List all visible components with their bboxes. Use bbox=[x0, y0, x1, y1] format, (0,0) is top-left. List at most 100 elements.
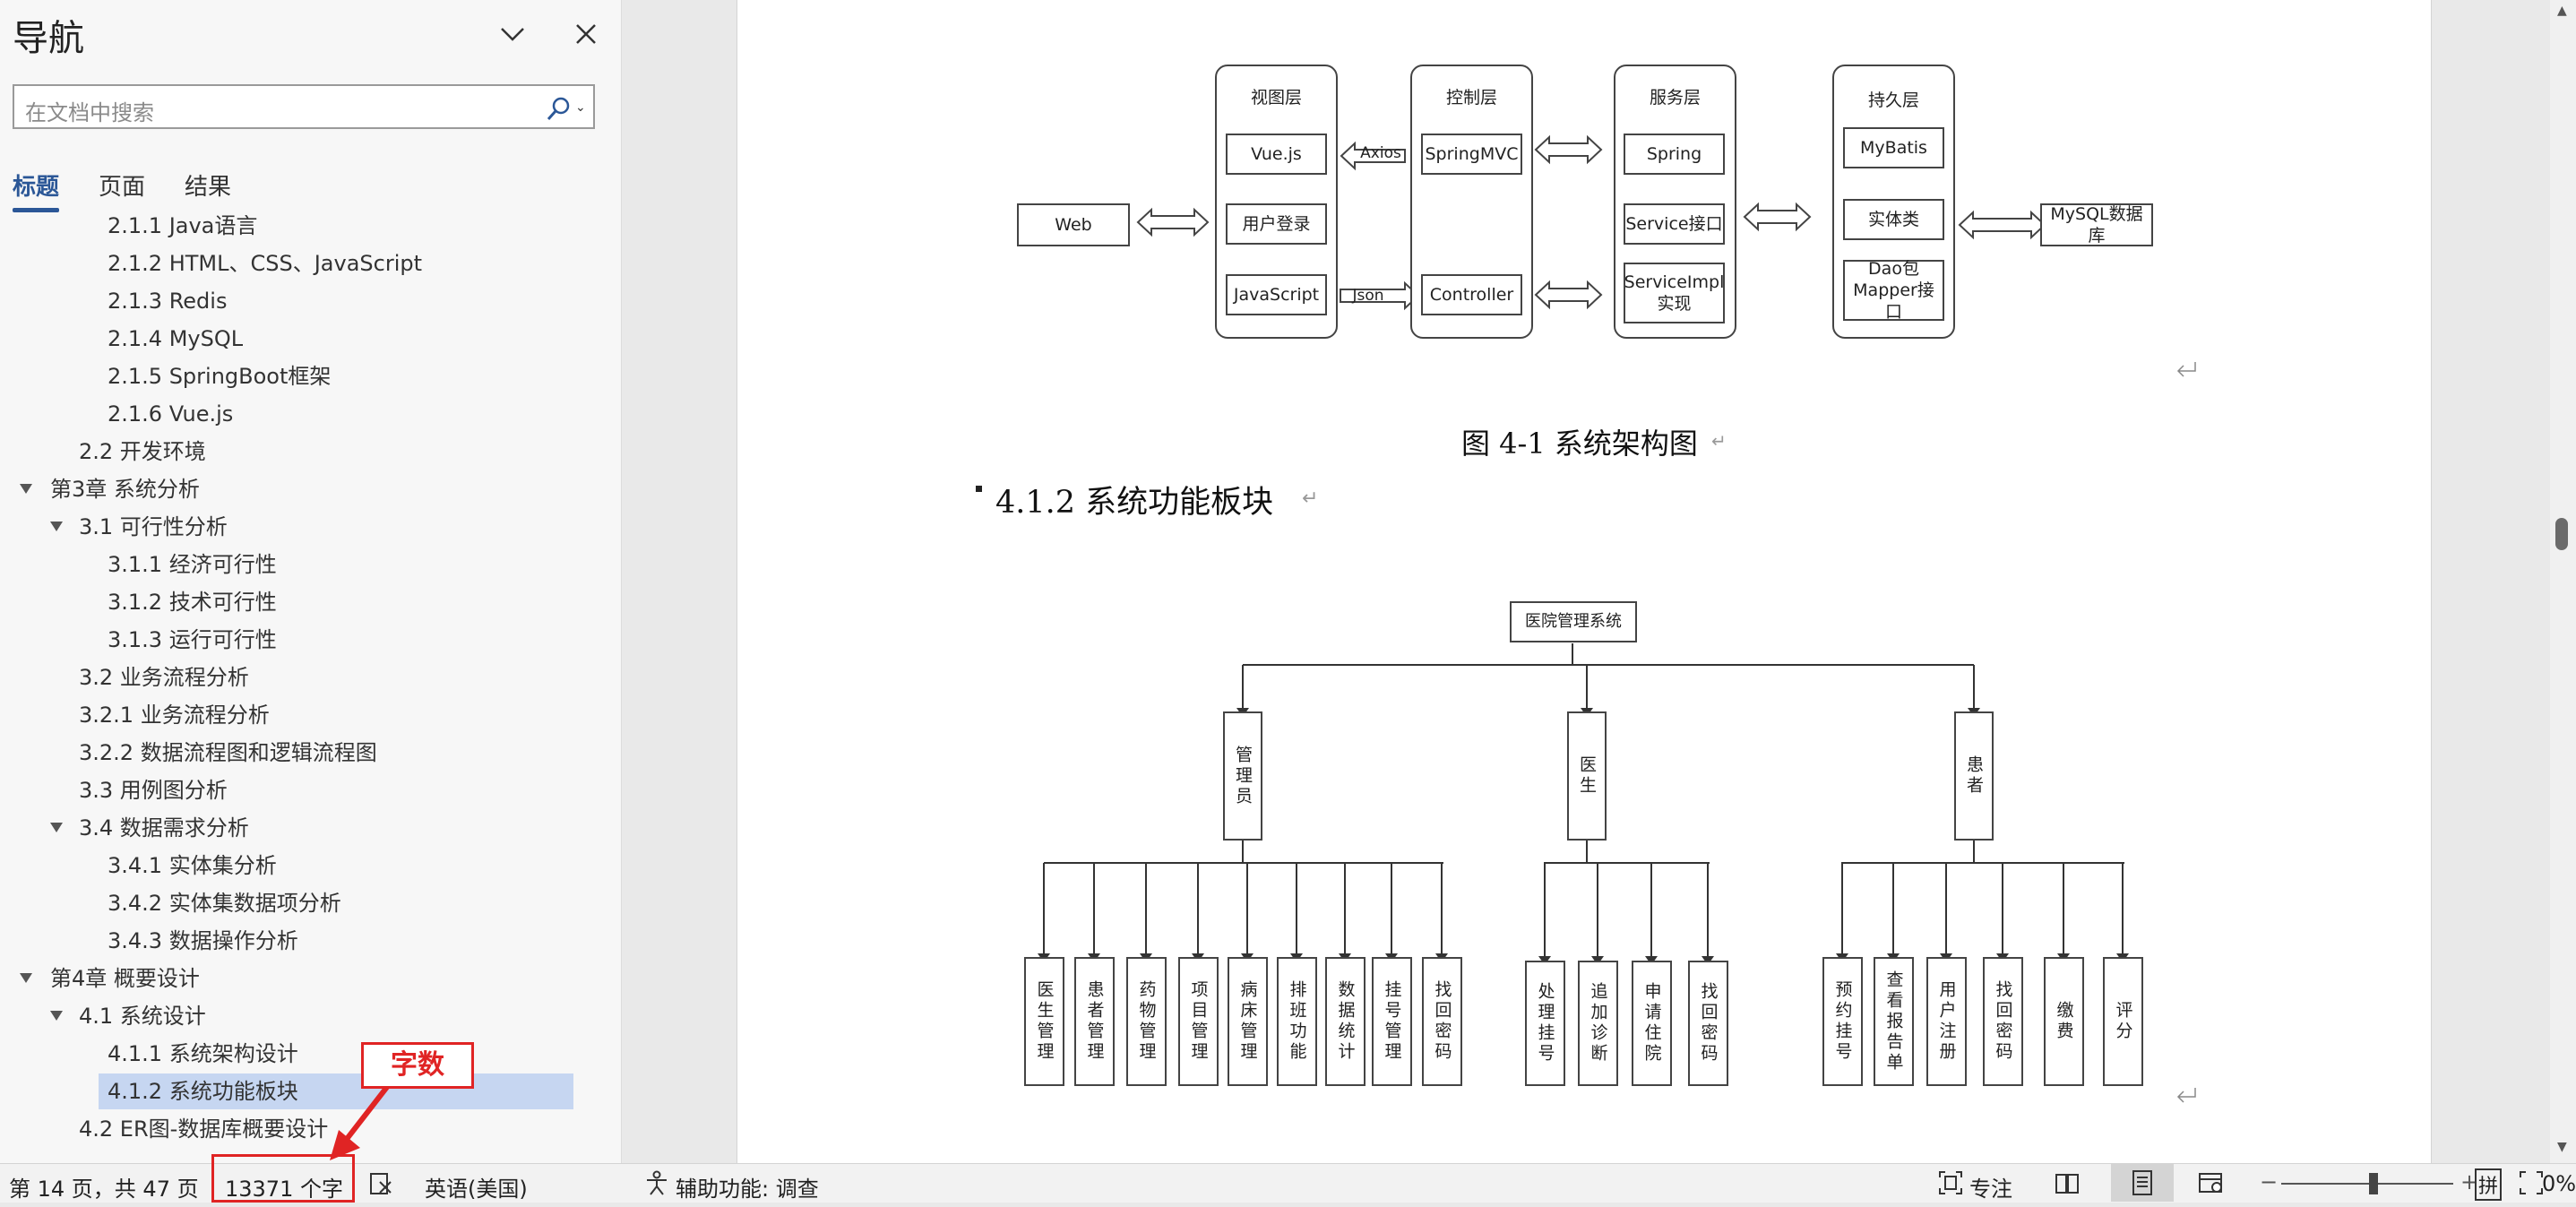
nav-heading-item[interactable]: 第3章 系统分析 bbox=[0, 471, 622, 507]
zoom-out-button[interactable]: − bbox=[2260, 1169, 2279, 1194]
document-page[interactable]: Web 视图层 Vue.js 用户登录 JavaScript Axios Jso… bbox=[737, 0, 2432, 1163]
nav-options-button[interactable] bbox=[495, 16, 530, 52]
nav-heading-item[interactable]: 4.1 系统设计 bbox=[0, 998, 622, 1034]
controller-box: Controller bbox=[1421, 274, 1522, 315]
expand-triangle-icon[interactable] bbox=[20, 973, 32, 983]
scroll-thumb[interactable] bbox=[2555, 518, 2568, 550]
role-node: 患者 bbox=[1954, 711, 1994, 841]
entity-class-box: 实体类 bbox=[1843, 199, 1944, 240]
nav-heading-item[interactable]: 2.2 开发环境 bbox=[0, 434, 622, 470]
nav-heading-item[interactable]: 3.1 可行性分析 bbox=[0, 509, 622, 545]
fit-icon[interactable] bbox=[2518, 1169, 2545, 1202]
role-node: 管理员 bbox=[1223, 711, 1262, 841]
nav-heading-item[interactable]: 3.2 业务流程分析 bbox=[0, 660, 622, 695]
zoom-in-button[interactable]: + bbox=[2460, 1169, 2479, 1194]
read-mode-icon[interactable] bbox=[2054, 1169, 2081, 1202]
nav-heading-label: 2.2 开发环境 bbox=[79, 439, 206, 464]
function-leaf-node: 医生管理 bbox=[1024, 957, 1064, 1086]
zoom-slider-thumb[interactable] bbox=[2369, 1173, 2378, 1194]
search-input[interactable]: 在文档中搜索 ⌄ bbox=[13, 84, 595, 129]
nav-heading-label: 3.4.2 实体集数据项分析 bbox=[108, 891, 341, 916]
tab-pages[interactable]: 页面 bbox=[99, 174, 146, 201]
nav-heading-item[interactable]: 3.2.1 业务流程分析 bbox=[0, 697, 622, 733]
nav-heading-item[interactable]: 3.1.3 运行可行性 bbox=[0, 622, 622, 658]
focus-icon bbox=[1937, 1169, 1964, 1202]
ime-indicator[interactable]: 拼 bbox=[2475, 1168, 2503, 1201]
word-count[interactable]: 13371 个字 bbox=[225, 1177, 343, 1202]
function-leaf-node: 查看报告单 bbox=[1874, 957, 1914, 1086]
nav-heading-item[interactable]: 2.1.6 Vue.js bbox=[0, 396, 622, 432]
close-icon bbox=[576, 24, 596, 44]
function-leaf-node: 用户注册 bbox=[1926, 957, 1967, 1086]
nav-heading-item[interactable]: 3.3 用例图分析 bbox=[0, 772, 622, 808]
nav-heading-item[interactable]: 3.1.1 经济可行性 bbox=[0, 547, 622, 582]
nav-heading-label: 3.4.1 实体集分析 bbox=[108, 853, 277, 878]
nav-heading-label: 4.2 ER图-数据库概要设计 bbox=[79, 1116, 329, 1142]
nav-heading-item[interactable]: 3.4.3 数据操作分析 bbox=[0, 923, 622, 959]
scroll-up-icon[interactable]: ▲ bbox=[2557, 4, 2567, 18]
nav-heading-label: 2.1.5 SpringBoot框架 bbox=[108, 364, 332, 389]
service-interface-box: Service接口 bbox=[1624, 203, 1725, 245]
function-leaf-label: 数据统计 bbox=[1335, 980, 1356, 1063]
mybatis-box: MyBatis bbox=[1843, 127, 1944, 168]
scroll-down-icon[interactable]: ▼ bbox=[2557, 1140, 2567, 1154]
accessibility-status[interactable]: 辅助功能: 调查 bbox=[676, 1177, 819, 1202]
function-leaf-node: 预约挂号 bbox=[1822, 957, 1863, 1086]
vertical-scrollbar[interactable]: ▲ ▼ bbox=[2550, 0, 2576, 1163]
tab-results[interactable]: 结果 bbox=[185, 174, 232, 201]
javascript-box: JavaScript bbox=[1226, 274, 1327, 315]
persistence-layer-title: 持久层 bbox=[1867, 91, 1919, 110]
function-leaf-node: 缴费 bbox=[2044, 957, 2084, 1086]
nav-heading-item[interactable]: 第4章 概要设计 bbox=[0, 961, 622, 996]
expand-triangle-icon[interactable] bbox=[20, 484, 32, 494]
nav-heading-label: 3.1.3 运行可行性 bbox=[108, 627, 277, 652]
search-dropdown-icon[interactable]: ⌄ bbox=[575, 100, 586, 115]
function-leaf-label: 找回密码 bbox=[1698, 982, 1719, 1065]
web-layout-icon[interactable] bbox=[2197, 1169, 2226, 1202]
proofing-icon[interactable] bbox=[367, 1169, 394, 1202]
nav-heading-item[interactable]: 2.1.4 MySQL bbox=[0, 321, 622, 357]
nav-heading-item[interactable]: 2.1.1 Java语言 bbox=[0, 215, 622, 244]
print-layout-button[interactable] bbox=[2111, 1164, 2174, 1202]
nav-heading-item[interactable]: 3.1.2 技术可行性 bbox=[0, 584, 622, 620]
zoom-level[interactable]: 0% bbox=[2542, 1171, 2576, 1196]
page-indicator[interactable]: 第 14 页，共 47 页 bbox=[9, 1177, 199, 1202]
nav-heading-item[interactable]: 4.1.2 系统功能板块 bbox=[99, 1073, 573, 1109]
nav-close-button[interactable] bbox=[568, 16, 604, 52]
mysql-db-box: MySQL数据库 bbox=[2040, 203, 2153, 246]
nav-heading-item[interactable]: 2.1.2 HTML、CSS、JavaScript bbox=[0, 246, 622, 281]
tab-headings[interactable]: 标题 bbox=[13, 174, 60, 201]
nav-heading-item[interactable]: 3.2.2 数据流程图和逻辑流程图 bbox=[0, 735, 622, 771]
nav-heading-label: 2.1.3 Redis bbox=[108, 289, 228, 314]
nav-heading-item[interactable]: 3.4 数据需求分析 bbox=[0, 810, 622, 846]
accessibility-icon bbox=[643, 1169, 670, 1202]
function-leaf-label: 预约挂号 bbox=[1832, 980, 1853, 1063]
focus-mode-button[interactable]: 专注 bbox=[1969, 1177, 2012, 1202]
status-bar: 第 14 页，共 47 页 13371 个字 英语(美国) 辅助功能: 调查 专… bbox=[0, 1163, 2576, 1203]
nav-heading-item[interactable]: 2.1.5 SpringBoot框架 bbox=[0, 358, 622, 394]
role-node-label: 管理员 bbox=[1233, 745, 1253, 807]
language-indicator[interactable]: 英语(美国) bbox=[425, 1177, 528, 1202]
expand-triangle-icon[interactable] bbox=[50, 1011, 63, 1021]
springmvc-box: SpringMVC bbox=[1421, 134, 1522, 175]
figure-caption: 图 4-1 系统架构图 bbox=[1461, 427, 1698, 461]
expand-triangle-icon[interactable] bbox=[50, 522, 63, 531]
nav-heading-label: 3.2.1 业务流程分析 bbox=[79, 703, 270, 728]
zoom-slider-track[interactable] bbox=[2281, 1183, 2453, 1185]
function-leaf-label: 找回密码 bbox=[1432, 980, 1452, 1063]
nav-heading-item[interactable]: 2.1.3 Redis bbox=[0, 283, 622, 319]
nav-heading-label: 3.4.3 数据操作分析 bbox=[108, 928, 298, 953]
nav-heading-item[interactable]: 4.2 ER图-数据库概要设计 bbox=[0, 1111, 622, 1147]
function-leaf-node: 患者管理 bbox=[1074, 957, 1115, 1086]
nav-heading-item[interactable]: 4.1.1 系统架构设计 bbox=[0, 1036, 622, 1072]
function-leaf-label: 找回密码 bbox=[1993, 980, 2013, 1063]
expand-triangle-icon[interactable] bbox=[50, 823, 63, 832]
nav-heading-item[interactable]: 3.4.1 实体集分析 bbox=[0, 848, 622, 884]
nav-heading-label: 3.4 数据需求分析 bbox=[79, 815, 249, 841]
nav-heading-item[interactable]: 3.4.2 实体集数据项分析 bbox=[0, 885, 622, 921]
nav-heading-label: 4.1 系统设计 bbox=[79, 1004, 206, 1029]
search-icon[interactable] bbox=[545, 95, 572, 122]
function-leaf-label: 病床管理 bbox=[1237, 980, 1258, 1063]
nav-heading-label: 4.1.2 系统功能板块 bbox=[108, 1079, 298, 1104]
